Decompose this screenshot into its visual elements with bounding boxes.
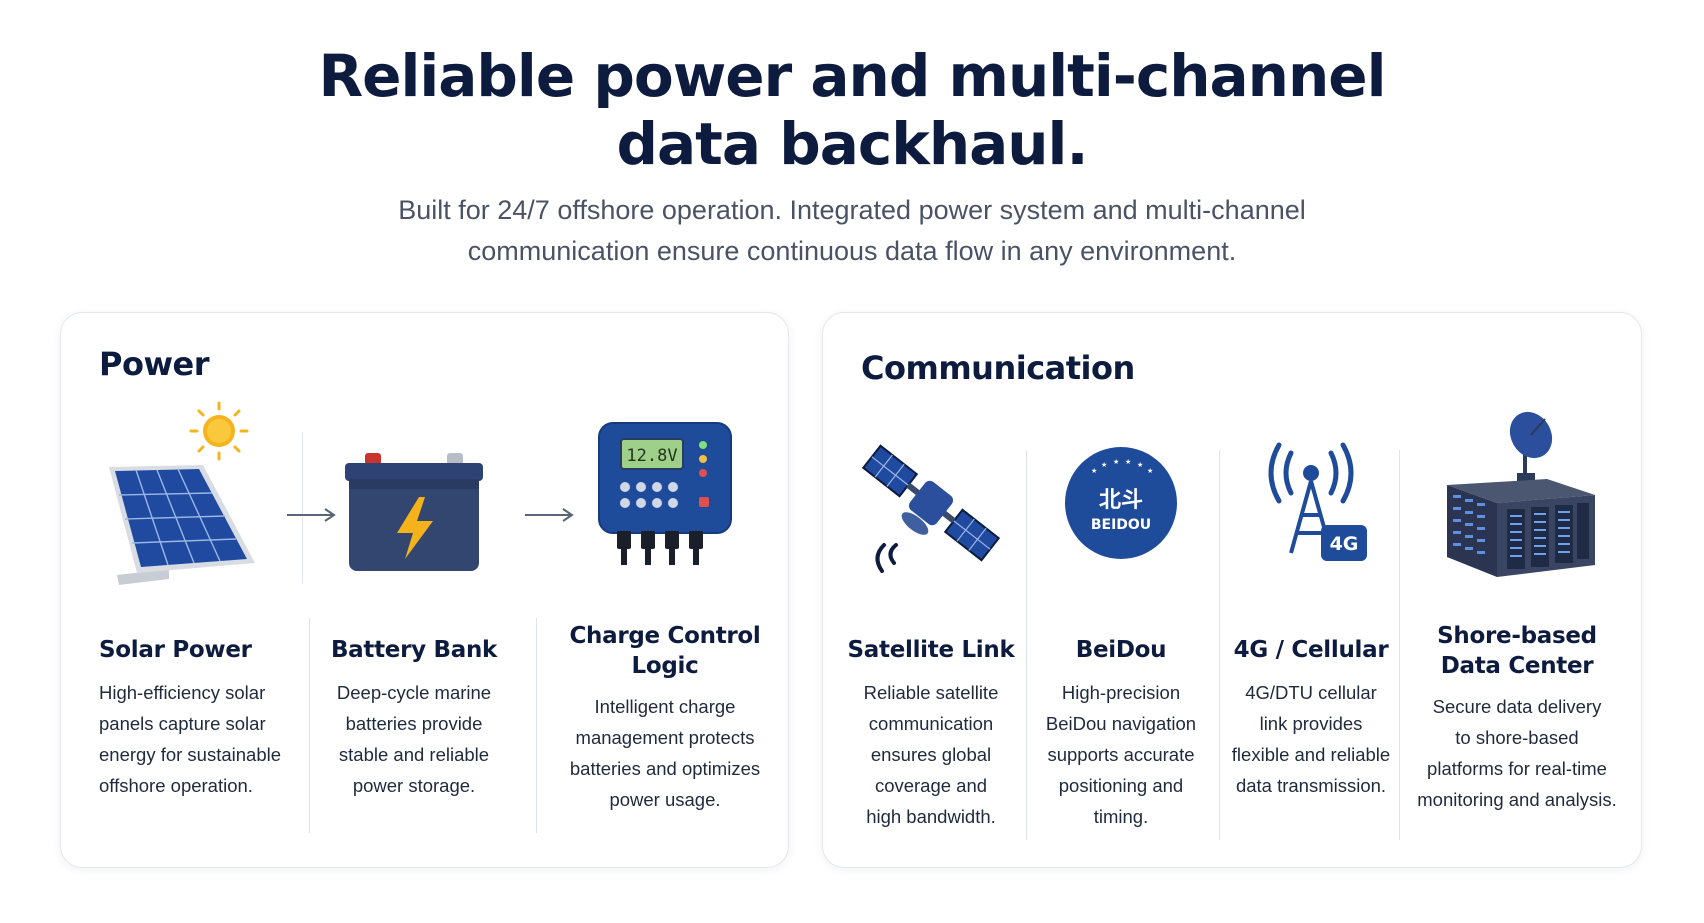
desc-line: high bandwidth.	[866, 806, 996, 827]
desc-line: communication	[868, 713, 994, 734]
divider	[302, 433, 303, 583]
desc-line: power storage.	[352, 775, 476, 796]
comm-item-beidou: ★ ★ ★ ★ ★ ★ 北斗 BEIDOU BeiDou High-precision …	[1031, 399, 1211, 839]
cellular-title: 4G / Cellular	[1233, 637, 1389, 663]
power-card-title: Power	[99, 345, 209, 383]
desc-line: Reliable satellite	[863, 682, 999, 703]
svg-text:★: ★	[1147, 467, 1153, 475]
page-subtitle-line-1: Built for 24/7 offshore operation. Integ…	[398, 195, 1306, 225]
arrow-right-icon	[525, 508, 574, 522]
desc-line: High-efficiency solar	[99, 682, 266, 703]
desc-line: Deep-cycle marine	[336, 682, 492, 703]
svg-text:★: ★	[1101, 461, 1107, 469]
title-line: Logic	[631, 653, 699, 679]
divider	[1399, 450, 1400, 840]
desc-line: platforms for real-time	[1427, 758, 1607, 779]
satellite-dish-icon	[1509, 411, 1553, 481]
comm-item-data-center: Shore-based Data Center Secure data deli…	[1406, 399, 1628, 839]
desc-line: stable and reliable	[338, 744, 490, 765]
charge-control-title: Charge Control Logic	[559, 621, 771, 681]
title-line: Charge Control	[569, 623, 761, 649]
title-line: Shore-based	[1437, 623, 1597, 649]
solar-power-description: High-efficiency solar panels capture sol…	[99, 677, 299, 801]
comm-item-4g: 4G 4G / Cellular 4G/DTU cellular link pr…	[1221, 399, 1401, 839]
desc-line: offshore operation.	[99, 775, 253, 796]
divider	[1219, 450, 1220, 840]
divider	[309, 618, 310, 833]
data-center-description: Secure data delivery to shore-based plat…	[1406, 691, 1628, 815]
desc-line: batteries and optimizes	[569, 758, 761, 779]
desc-line: monitoring and analysis.	[1417, 789, 1617, 810]
desc-line: link provides	[1259, 713, 1363, 734]
data-center-icon	[1447, 411, 1595, 577]
beidou-logo-en: BEIDOU	[1091, 517, 1151, 533]
power-item-charge-control: 12.8V Charge Control Logic Intelligent c…	[559, 399, 771, 839]
beidou-logo-cn: 北斗	[1099, 488, 1143, 513]
desc-line: timing.	[1093, 806, 1149, 827]
desc-line: Intelligent charge	[594, 696, 736, 717]
page-title: Reliable power and multi-channel data ba…	[0, 42, 1704, 178]
page-subtitle: Built for 24/7 offshore operation. Integ…	[0, 190, 1704, 272]
desc-line: coverage and	[874, 775, 988, 796]
beidou-description: High-precision BeiDou navigation support…	[1031, 677, 1211, 832]
satellite-link-description: Reliable satellite communication ensures…	[841, 677, 1021, 832]
arrow-right-icon	[287, 508, 336, 522]
desc-line: to shore-based	[1455, 727, 1579, 748]
charge-controller-icon: 12.8V	[598, 422, 732, 565]
desc-line: energy for sustainable	[99, 744, 282, 765]
desc-line: supports accurate	[1047, 744, 1195, 765]
svg-text:★: ★	[1091, 467, 1097, 475]
cellular-description: 4G/DTU cellular link provides flexible a…	[1221, 677, 1401, 801]
svg-text:★: ★	[1113, 458, 1119, 466]
page-title-line-1: Reliable power and multi-channel	[318, 42, 1387, 110]
desc-line: management protects	[575, 727, 755, 748]
battery-icon	[345, 453, 483, 571]
svg-text:★: ★	[1125, 458, 1131, 466]
beidou-logo-icon: ★ ★ ★ ★ ★ ★ 北斗 BEIDOU	[1065, 447, 1177, 559]
power-item-solar: Solar Power High-efficiency solar panels…	[99, 399, 299, 819]
communication-card-title: Communication	[861, 349, 1135, 387]
desc-line: ensures global	[870, 744, 992, 765]
desc-line: Secure data delivery	[1432, 696, 1602, 717]
comm-item-satellite: Satellite Link Reliable satellite commun…	[841, 399, 1021, 839]
desc-line: flexible and reliable	[1231, 744, 1391, 765]
desc-line: High-precision	[1061, 682, 1181, 703]
desc-line: data transmission.	[1235, 775, 1387, 796]
data-center-title: Shore-based Data Center	[1406, 621, 1628, 681]
4g-badge: 4G	[1330, 533, 1359, 555]
solar-power-title: Solar Power	[99, 637, 252, 663]
satellite-icon	[861, 444, 1001, 573]
power-card: Power	[60, 312, 789, 868]
communication-card: Communication Satellite Link	[822, 312, 1642, 868]
satellite-link-title: Satellite Link	[847, 637, 1015, 663]
desc-line: panels capture solar	[99, 713, 266, 734]
cell-tower-icon: 4G	[1268, 442, 1367, 561]
desc-line: batteries provide	[345, 713, 483, 734]
battery-bank-title: Battery Bank	[330, 637, 498, 663]
controller-display-text: 12.8V	[626, 446, 677, 466]
divider	[1026, 450, 1027, 840]
beidou-title: BeiDou	[1075, 637, 1167, 663]
solar-panel-icon	[109, 401, 255, 585]
battery-bank-description: Deep-cycle marine batteries provide stab…	[316, 677, 512, 801]
desc-line: 4G/DTU cellular	[1245, 682, 1377, 703]
divider	[536, 618, 537, 833]
desc-line: power usage.	[609, 789, 721, 810]
svg-text:★: ★	[1137, 461, 1143, 469]
page-title-line-2: data backhaul.	[616, 110, 1089, 178]
sun-icon	[189, 401, 249, 461]
power-item-battery: Battery Bank Deep-cycle marine batteries…	[316, 399, 512, 819]
desc-line: positioning and	[1058, 775, 1184, 796]
charge-control-description: Intelligent charge management protects b…	[559, 691, 771, 815]
title-line: Data Center	[1440, 653, 1594, 679]
desc-line: BeiDou navigation	[1045, 713, 1197, 734]
page-subtitle-line-2: communication ensure continuous data flo…	[467, 236, 1237, 266]
